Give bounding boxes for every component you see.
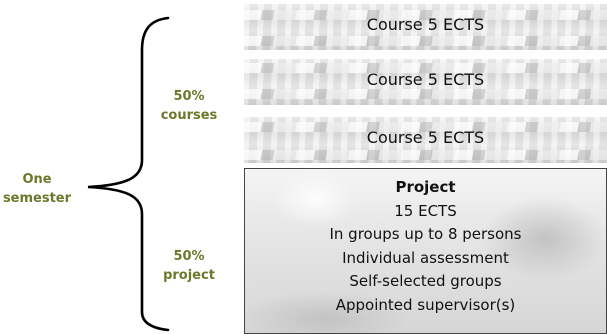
course-background-texture [244, 10, 607, 20]
courses-share-text: courses [160, 108, 218, 123]
course-background-texture [244, 89, 607, 99]
project-assessment: Individual assessment [342, 248, 509, 267]
course-box: Course 5 ECTS [244, 4, 607, 50]
course-box: Course 5 ECTS [244, 59, 607, 105]
course-background-texture [244, 63, 607, 73]
course-background-texture [244, 122, 607, 132]
project-share-percent: 50% [173, 249, 205, 264]
project-title: Project [395, 178, 456, 196]
course-background-texture [244, 150, 607, 160]
course-label: Course 5 ECTS [366, 128, 485, 147]
curly-brace-icon [87, 16, 170, 332]
project-share-text: project [163, 268, 215, 283]
course-box: Course 5 ECTS [244, 117, 607, 163]
course-label: Course 5 ECTS [366, 70, 485, 89]
project-ects: 15 ECTS [394, 201, 457, 220]
project-group-size: In groups up to 8 persons [329, 225, 522, 243]
project-description: Project 15 ECTS In groups up to 8 person… [245, 176, 606, 317]
courses-share-label: 50% courses [145, 87, 233, 125]
project-groups: Self-selected groups [349, 272, 502, 290]
course-background-texture [244, 36, 607, 46]
one-semester-label: One semester [0, 170, 74, 208]
courses-share-percent: 50% [173, 89, 205, 104]
project-share-label: 50% project [145, 247, 233, 285]
project-supervisor: Appointed supervisor(s) [335, 295, 516, 314]
one-semester-line2: semester [2, 191, 72, 206]
course-label: Course 5 ECTS [366, 15, 485, 34]
one-semester-line1: One [22, 172, 52, 187]
project-box: Project 15 ECTS In groups up to 8 person… [244, 168, 607, 334]
